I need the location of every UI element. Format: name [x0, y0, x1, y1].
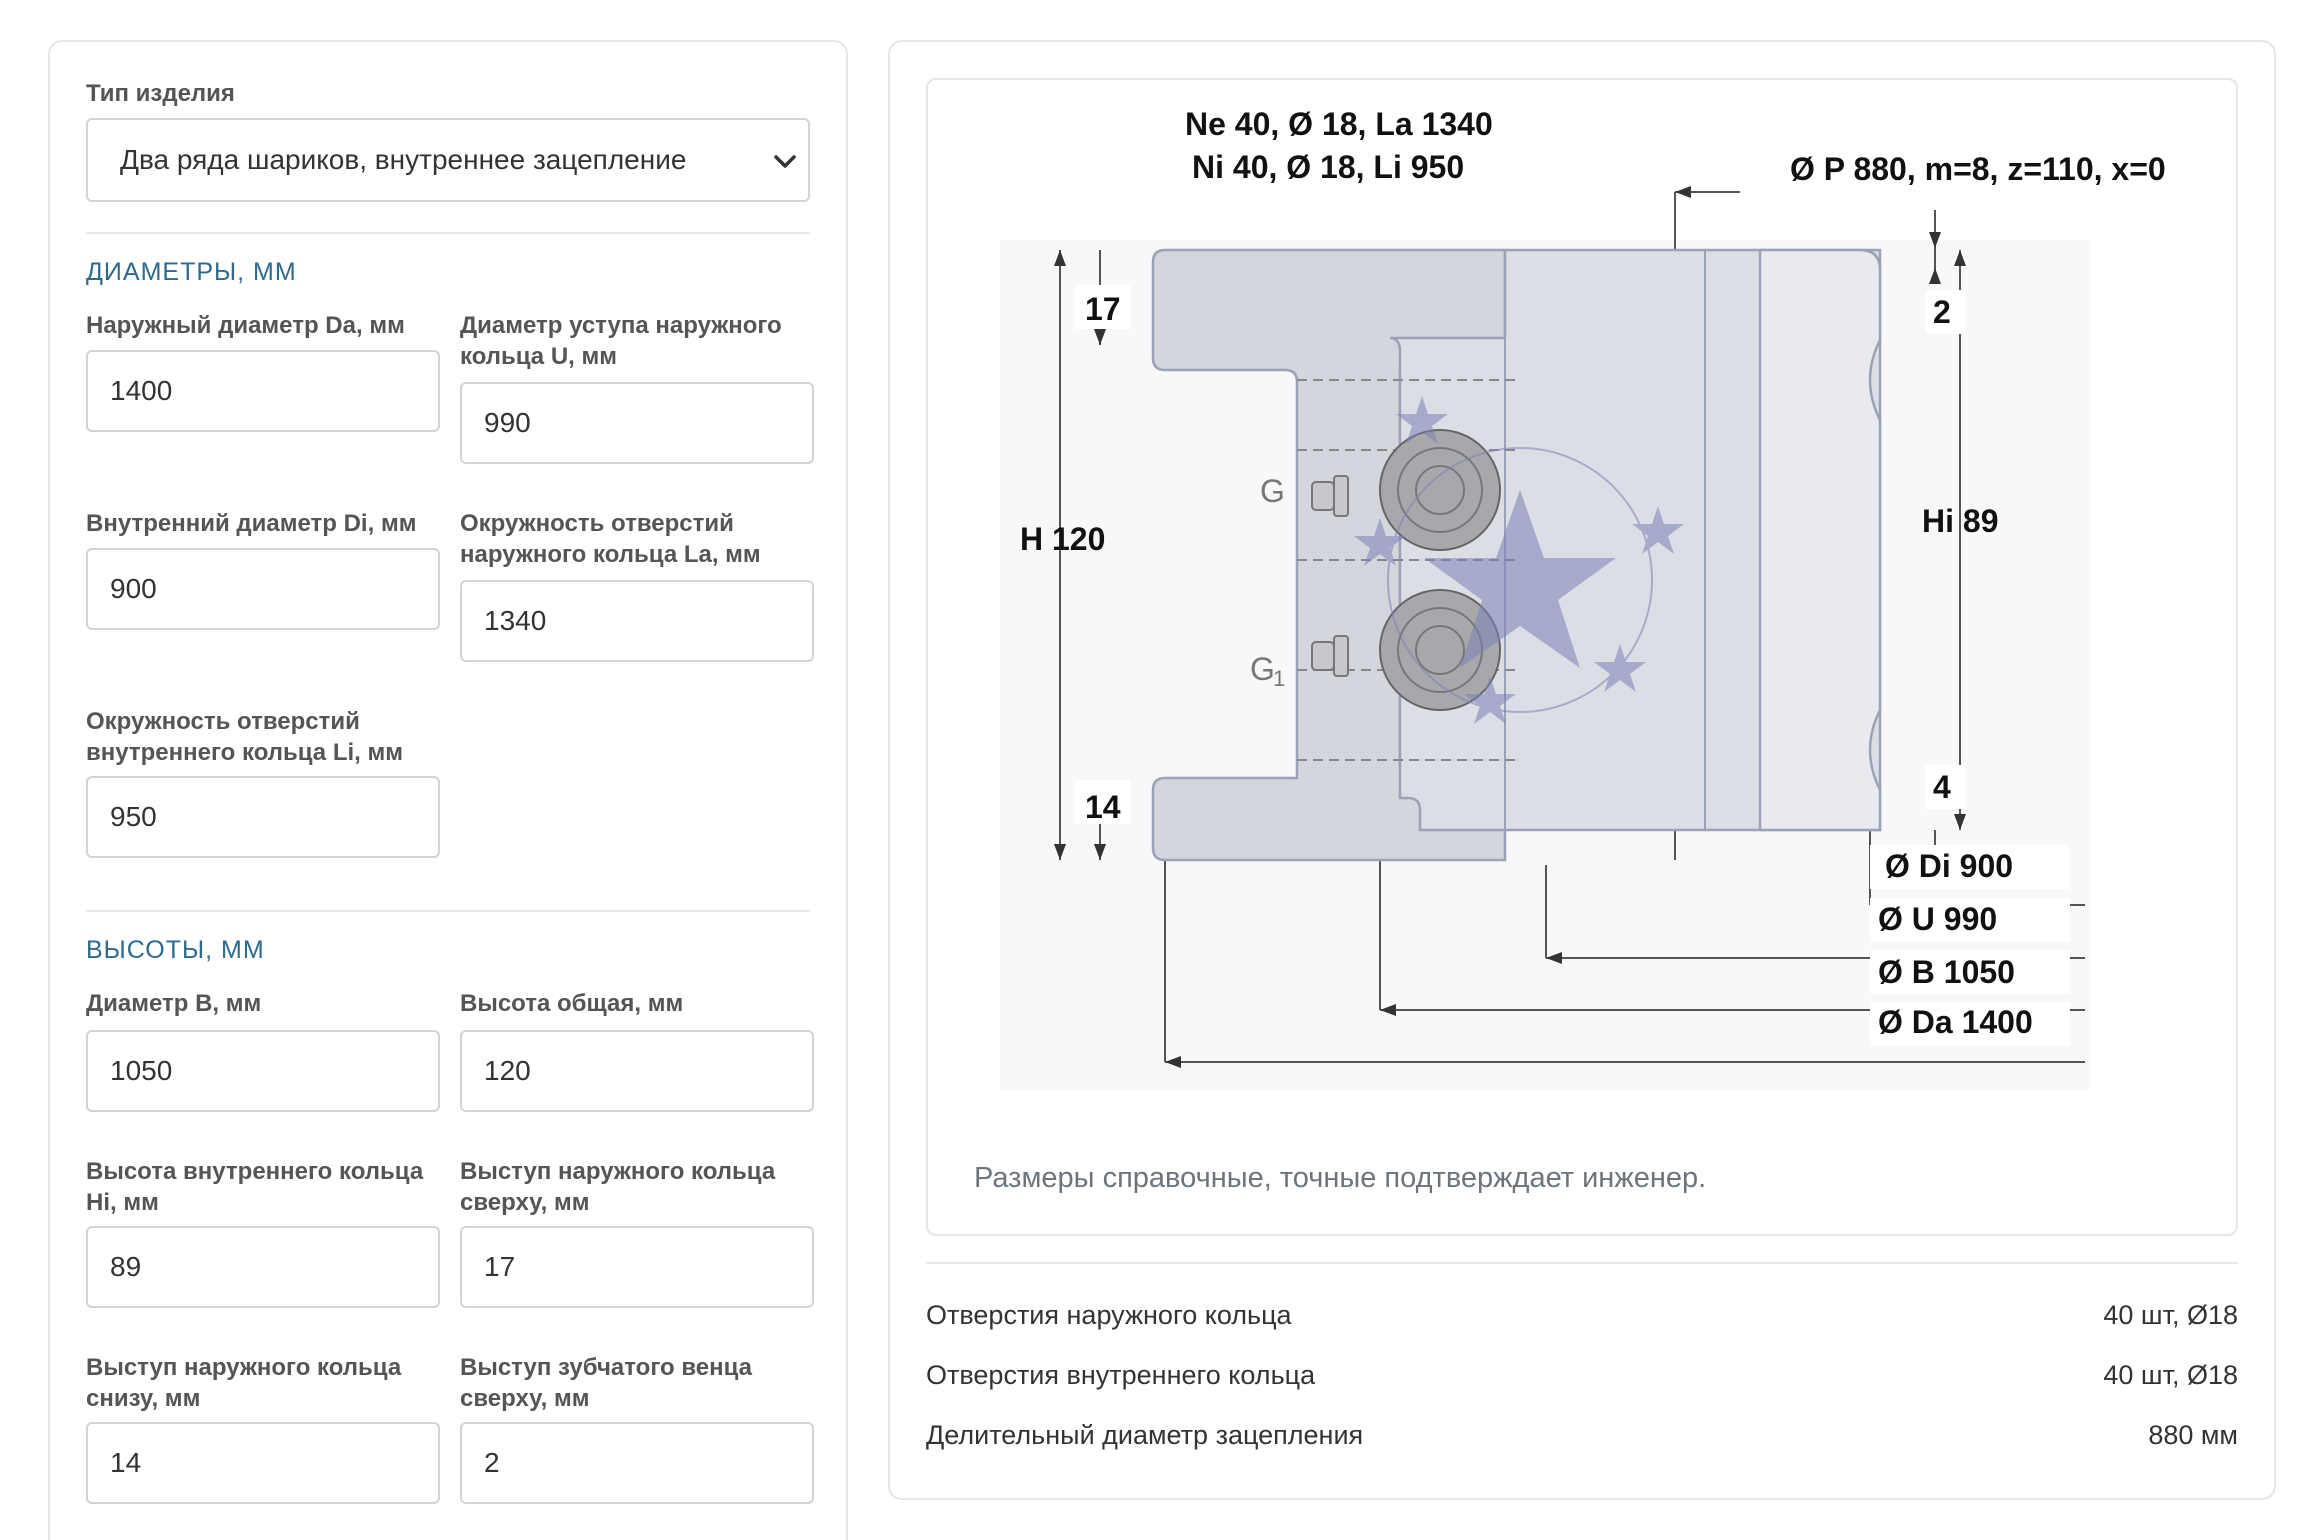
- watermark: [1354, 396, 1684, 724]
- product-type-label: Тип изделия: [86, 80, 235, 107]
- outer-bottom-offset-label-line-1: Выступ наружного кольца: [86, 1354, 402, 1381]
- outer-top-offset-label: Выступ наружного кольца сверху, мм: [460, 1156, 775, 1218]
- di-text: Ø Di 900: [1885, 848, 2013, 884]
- outer-holes-circle-label-line-2: наружного кольца La, мм: [460, 541, 761, 568]
- inner-diameter-label: Внутренний диаметр Di, мм: [86, 510, 417, 537]
- da-text: Ø Da 1400: [1878, 1004, 2033, 1040]
- product-type-select[interactable]: Два ряда шариков, внутреннее зацепление: [86, 118, 810, 202]
- inner-ring-height-label-line-1: Высота внутреннего кольца: [86, 1158, 424, 1185]
- gear-top-offset-label: Выступ зубчатого венца сверху, мм: [460, 1352, 752, 1414]
- bearing-cross-section-diagram: Ne 40, Ø 18, La 1340 Ni 40, Ø 18, Li 950…: [1000, 106, 2166, 1090]
- spec-value: 880 мм: [2148, 1420, 2238, 1450]
- inner-holes-circle-label-line-1: Окружность отверстий: [86, 708, 360, 735]
- g-label: G: [1260, 473, 1285, 509]
- gear-top-offset-label-line-2: сверху, мм: [460, 1385, 590, 1412]
- total-height-label: Высота общая, мм: [460, 990, 684, 1017]
- inner-ring-shape: [1389, 248, 1882, 832]
- outer-shoulder-input[interactable]: 990: [460, 382, 814, 464]
- section-divider: [86, 910, 810, 912]
- inner-height-text: Hi 89: [1922, 503, 1998, 539]
- top-outer-text: 17: [1085, 291, 1121, 327]
- bottom-gear-text: 4: [1933, 769, 1951, 805]
- outer-holes-circle-input[interactable]: 1340: [460, 580, 814, 662]
- outer-shoulder-label: Диаметр уступа наружного кольца U, мм: [460, 310, 782, 372]
- bottom-outer-text: 14: [1085, 789, 1121, 825]
- diagram-card: [926, 78, 2238, 1236]
- gear-top-offset-label-line-1: Выступ зубчатого венца: [460, 1354, 753, 1381]
- spec-value: 40 шт, Ø18: [2103, 1360, 2238, 1390]
- outer-top-offset-label-line-2: сверху, мм: [460, 1189, 590, 1216]
- top-gear-text: 2: [1933, 294, 1951, 330]
- spec-value: 40 шт, Ø18: [2103, 1300, 2238, 1330]
- inner-holes-circle-label-line-2: внутреннего кольца Li, мм: [86, 739, 403, 766]
- g1-label: G: [1250, 651, 1275, 687]
- holes-inner-text: Ni 40, Ø 18, Li 950: [1192, 149, 1464, 185]
- diameter-b-input[interactable]: 1050: [86, 1030, 440, 1112]
- inner-ring-height-label-line-2: Hi, мм: [86, 1189, 159, 1216]
- outer-top-offset-input[interactable]: 17: [460, 1226, 814, 1308]
- outer-top-offset-label-line-1: Выступ наружного кольца: [460, 1158, 776, 1185]
- outer-bottom-offset-label: Выступ наружного кольца снизу, мм: [86, 1352, 401, 1414]
- parameters-panel: [48, 40, 848, 1540]
- total-height-input[interactable]: 120: [460, 1030, 814, 1112]
- section-title-diameters: ДИАМЕТРЫ, ММ: [86, 258, 297, 286]
- ball-lower: [1379, 589, 1501, 711]
- inner-diameter-input[interactable]: 900: [86, 548, 440, 630]
- inner-holes-circle-label: Окружность отверстий внутреннего кольца …: [86, 706, 403, 768]
- spec-label: Отверстия наружного кольца: [926, 1300, 1292, 1330]
- section-divider: [86, 232, 810, 234]
- inner-ring-height-input[interactable]: 89: [86, 1226, 440, 1308]
- outer-holes-circle-label-line-1: Окружность отверстий: [460, 510, 734, 537]
- ball-upper: [1379, 429, 1501, 551]
- inner-ring-height-label: Высота внутреннего кольца Hi, мм: [86, 1156, 423, 1218]
- spec-label: Отверстия внутреннего кольца: [926, 1360, 1316, 1390]
- specs-divider: [926, 1262, 2238, 1264]
- outer-diameter-input[interactable]: 1400: [86, 350, 440, 432]
- total-height-text: H 120: [1020, 521, 1105, 557]
- holes-outer-text: Ne 40, Ø 18, La 1340: [1185, 106, 1493, 142]
- outer-shoulder-label-line-2: кольца U, мм: [460, 343, 617, 370]
- outer-bottom-offset-label-line-2: снизу, мм: [86, 1385, 201, 1412]
- diameter-b-label: Диаметр B, мм: [86, 990, 262, 1017]
- outer-shoulder-label-line-1: Диаметр уступа наружного: [460, 312, 782, 339]
- gear-top-offset-input[interactable]: 2: [460, 1422, 814, 1504]
- preview-panel: [888, 40, 2276, 1500]
- inner-holes-circle-input[interactable]: 950: [86, 776, 440, 858]
- outer-diameter-label: Наружный диаметр Da, мм: [86, 312, 405, 339]
- product-type-value: Два ряда шариков, внутреннее зацепление: [120, 144, 687, 175]
- gear-params-text: Ø P 880, m=8, z=110, x=0: [1790, 151, 2166, 187]
- chevron-down-icon: [774, 155, 796, 168]
- g1-subscript: 1: [1273, 666, 1285, 691]
- spec-label: Делительный диаметр зацепления: [926, 1420, 1364, 1450]
- reference-note: Размеры справочные, точные подтверждает …: [974, 1162, 1707, 1194]
- b-text: Ø B 1050: [1878, 954, 2015, 990]
- section-title-heights: ВЫСОТЫ, ММ: [86, 936, 265, 964]
- u-text: Ø U 990: [1878, 901, 1997, 937]
- outer-bottom-offset-input[interactable]: 14: [86, 1422, 440, 1504]
- outer-holes-circle-label: Окружность отверстий наружного кольца La…: [460, 508, 761, 570]
